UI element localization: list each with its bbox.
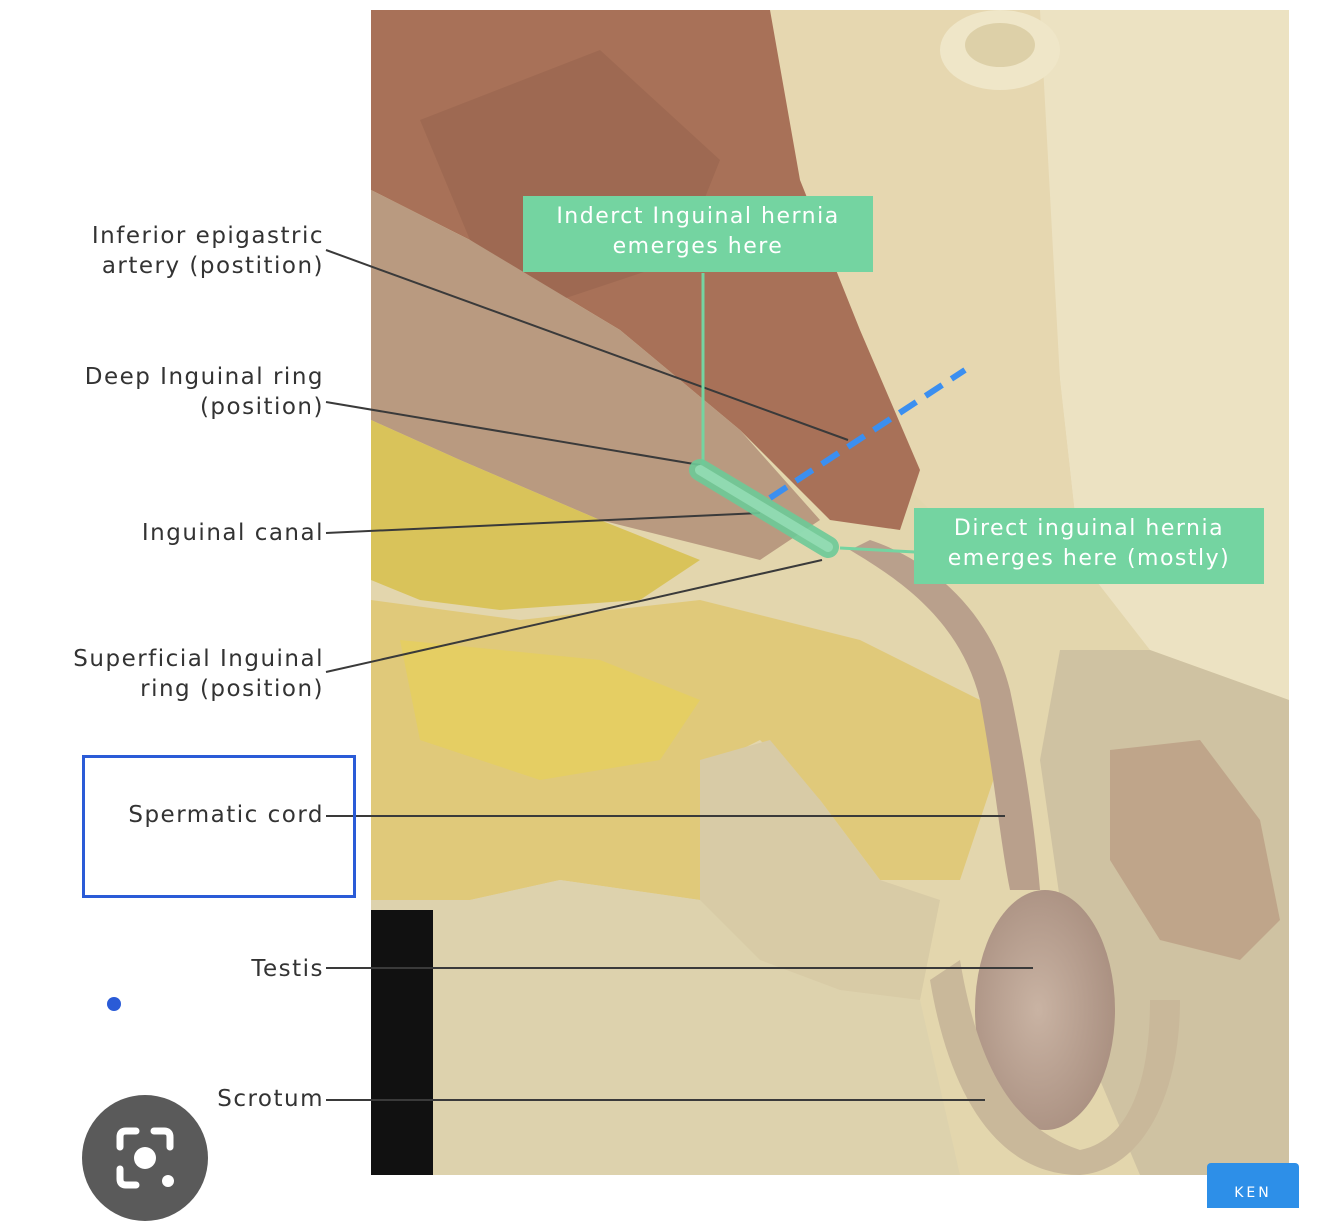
watermark-badge: KEN — [1207, 1163, 1299, 1208]
selection-dot — [107, 997, 121, 1011]
label-testis: Testis — [251, 956, 324, 982]
callout-indirect-hernia: Inderct Inguinal hernia emerges here — [523, 196, 873, 272]
anatomy-diagram: Inferior epigastric artery (postition) D… — [73, 10, 1299, 1221]
camera-lens-icon — [116, 1127, 174, 1189]
inguinal-canal-marker — [689, 459, 839, 558]
label-superficial-inguinal-ring: Superficial Inguinal ring (position) — [73, 646, 324, 702]
selection-box[interactable] — [82, 755, 356, 898]
label-deep-inguinal-ring: Deep Inguinal ring (position) — [84, 364, 324, 420]
inferior-epigastric-dashed-line — [768, 367, 967, 501]
lens-search-button[interactable] — [82, 1095, 208, 1221]
label-inguinal-canal: Inguinal canal — [141, 520, 324, 546]
anatomy-photo — [325, 10, 1289, 1175]
label-scrotum: Scrotum — [217, 1086, 324, 1112]
label-inferior-epigastric-artery: Inferior epigastric artery (postition) — [91, 223, 324, 279]
callout-direct-hernia: Direct inguinal hernia emerges here (mos… — [914, 508, 1264, 584]
label-spermatic-cord: Spermatic cord — [128, 802, 324, 828]
